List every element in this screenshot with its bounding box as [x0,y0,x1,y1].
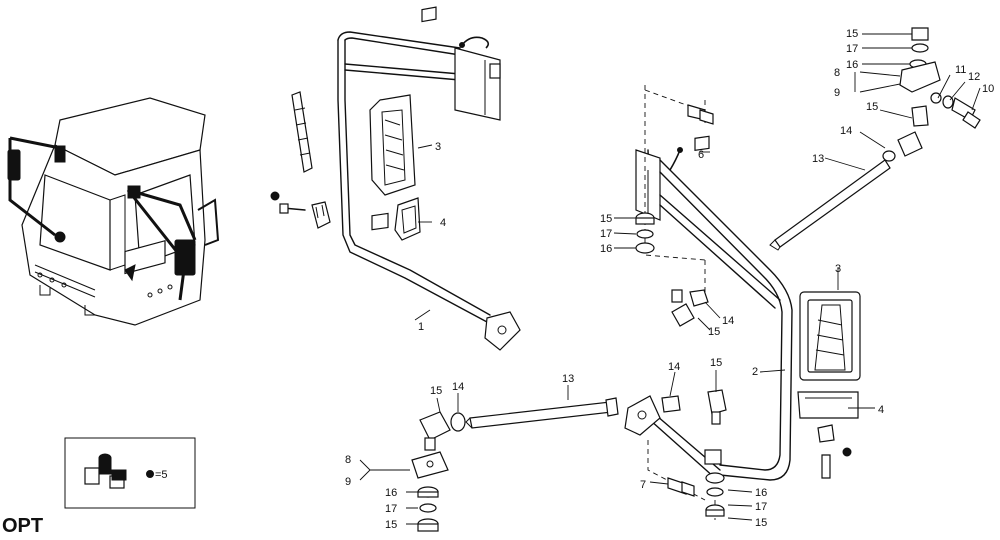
callout-14-lowl: 14 [452,381,464,393]
callout-13-upper: 13 [812,153,824,165]
callout-16-lowl: 16 [385,487,397,499]
callout-15-lowl2: 15 [385,519,397,531]
callout-16-mid: 16 [600,243,612,255]
mirror-3-right [799,291,861,381]
callout-8-low: 8 [345,454,351,466]
callout-9-low: 9 [345,476,351,488]
callout-15-top1: 15 [846,28,858,40]
callout-6: 6 [698,149,704,161]
opt-label: OPT [2,515,43,537]
callout-15-lowl1: 15 [430,385,442,397]
callout-2: 2 [752,366,758,378]
cab-illustration [7,97,220,326]
callout-13-lower: 13 [562,373,574,385]
mounting-strip [291,91,313,173]
callout-15-top2: 15 [866,101,878,113]
bracket-assembly-low [411,451,449,532]
callout-3-right: 3 [835,263,841,275]
callout-4-upper: 4 [440,217,446,229]
callout-17-top: 17 [846,43,858,55]
fittings-mid [671,289,709,327]
callout-12: 12 [968,71,980,83]
callout-14-top: 14 [840,125,852,137]
callout-1: 1 [418,321,424,333]
callout-7: 7 [640,479,646,491]
callout-17-lowr: 17 [755,501,767,513]
hinge-clip [270,191,331,229]
legend-count: =5 [155,469,168,481]
legend-box: =5 [64,437,196,509]
bracket-assembly-top [899,27,981,129]
bolt-6 [687,104,714,125]
hardware-stack-low [705,472,725,517]
callout-14-mid: 14 [722,315,734,327]
mirror-arm-2 [624,135,793,481]
bolt-7 [667,477,695,497]
callout-16-lowr: 16 [755,487,767,499]
callout-16-top: 16 [846,59,858,71]
callout-15-mid2: 15 [708,326,720,338]
callout-17-lowl: 17 [385,503,397,515]
callout-11: 11 [955,64,966,76]
callout-15-lowr2: 15 [755,517,767,529]
callout-8-top: 8 [834,67,840,79]
rod-13-upper [769,105,929,251]
callout-4-right: 4 [878,404,884,416]
callout-15-lowr1: 15 [710,357,722,369]
mirror-4-right [797,391,859,479]
mirror-4-upper [394,197,421,241]
fittings-low [661,389,727,425]
callout-15-mid1: 15 [600,213,612,225]
rod-13-lower [419,397,619,451]
mirror-arm-1 [337,6,521,351]
callout-3-upper: 3 [435,141,441,153]
hardware-stack-mid [635,212,655,254]
leader-lines [359,33,981,525]
callout-10: 10 [982,83,994,95]
callout-9-top: 9 [834,87,840,99]
callout-17-mid: 17 [600,228,612,240]
callouts: 1 2 3 3 4 4 6 7 8 9 8 9 10 11 12 13 13 1… [345,28,994,531]
callout-14-lowr: 14 [668,361,680,373]
mirror-3-upper [369,94,416,196]
